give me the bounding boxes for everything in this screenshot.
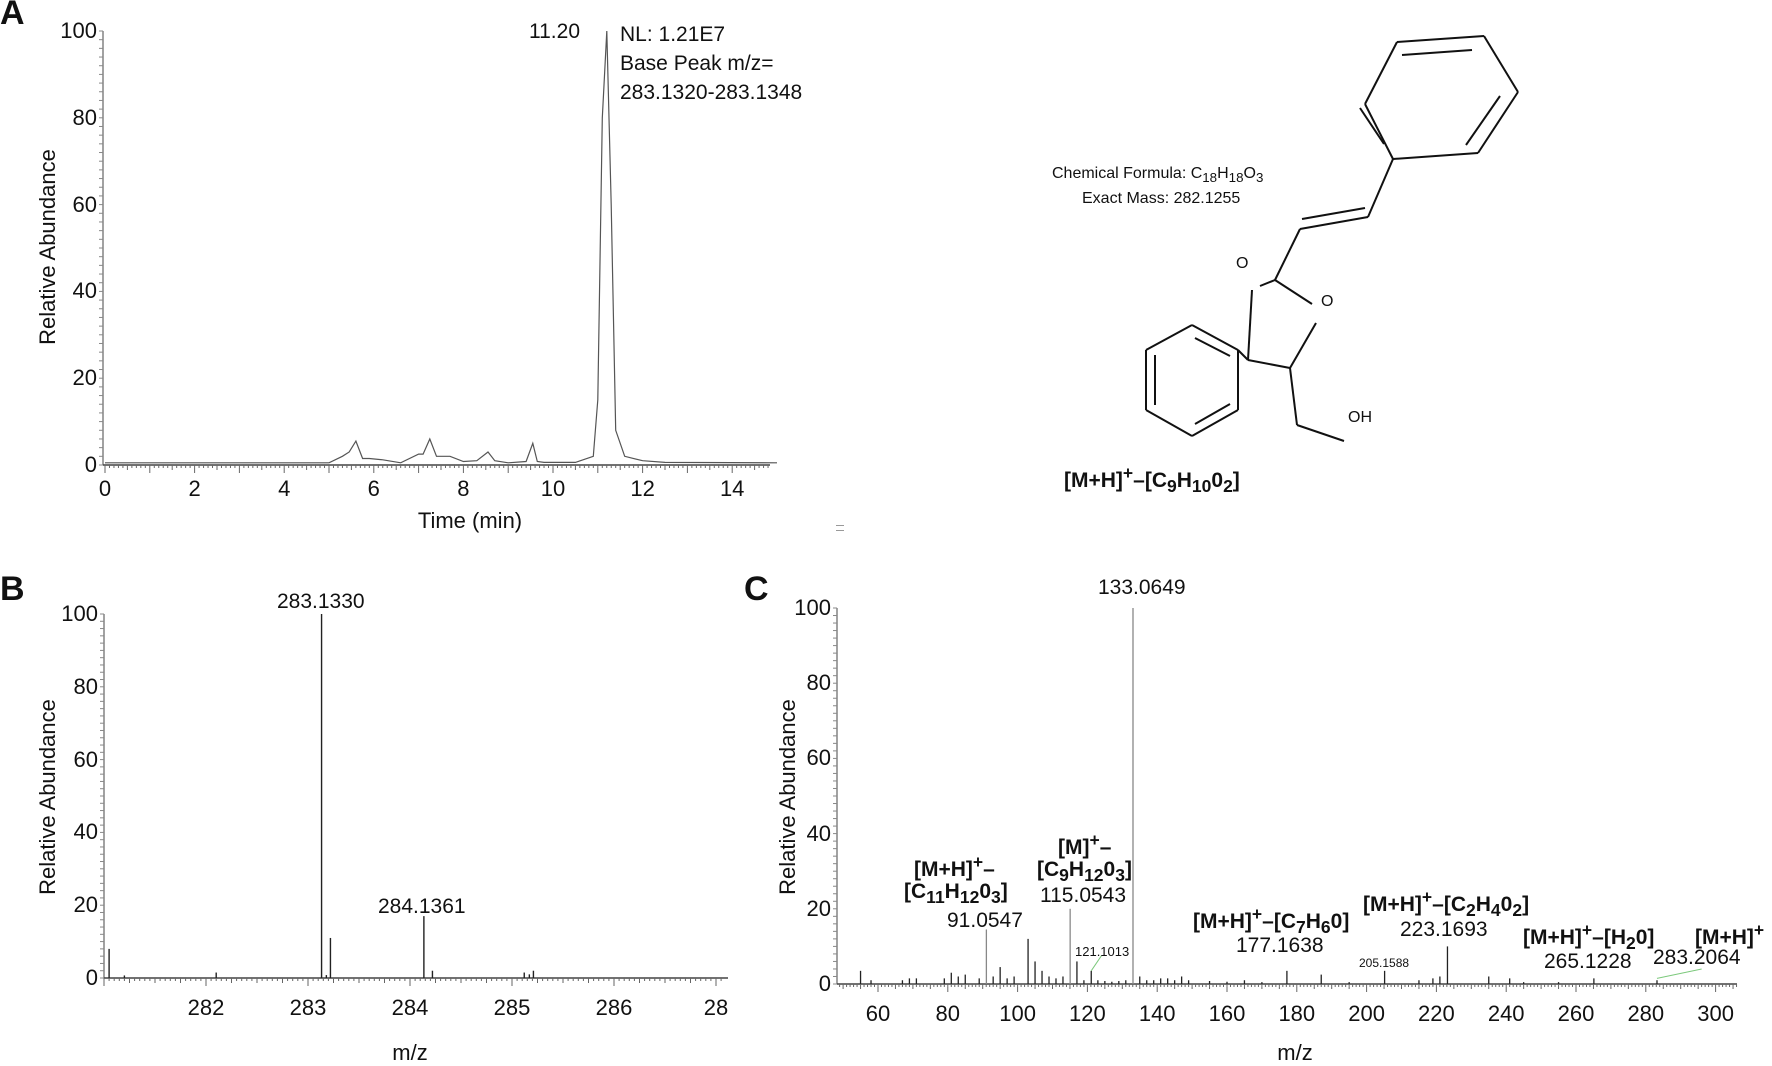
chart-c-mz-91: 91.0547 <box>947 909 1023 932</box>
chart-c-frag-223: [M+H]+–[C2H402] <box>1363 887 1530 921</box>
chart-c-frag-177: [M+H]+–[C7H60] <box>1193 904 1350 938</box>
base-peak-range: 283.1320-283.1348 <box>620 81 803 104</box>
chart-c-base-peak-label: 133.0649 <box>1098 576 1186 599</box>
chart-c-mz-283: 283.2064 <box>1653 946 1741 969</box>
chart-a-y-tick: 20 <box>72 365 97 391</box>
chart-a-y-tick: 60 <box>72 191 97 217</box>
chart-c-y-tick: 100 <box>794 595 831 620</box>
chart-c-frag-265: [M+H]+–[H20] <box>1523 920 1655 954</box>
chart-c-mz-177: 177.1638 <box>1236 934 1324 957</box>
chart-a-y-tick: 100 <box>60 18 97 43</box>
chart-a-x-tick: 10 <box>540 476 566 501</box>
chart-b-x-tick: 28 <box>703 995 729 1020</box>
molecule-structure-drawing <box>1145 35 1519 442</box>
chart-c-y-tick: 60 <box>806 745 831 771</box>
chart-c-x-tick: 220 <box>1418 1001 1455 1026</box>
msms-spectrum-plot <box>833 607 1738 992</box>
chart-b-x-tick: 285 <box>493 995 531 1020</box>
chart-c-x-tick: 200 <box>1348 1001 1385 1026</box>
atom-o1: O <box>1236 255 1249 272</box>
divider-mark <box>836 525 844 526</box>
chart-c-x-tick: 100 <box>999 1001 1036 1026</box>
chart-c-y-tick: 40 <box>806 820 831 846</box>
chart-c-x-tick: 300 <box>1697 1001 1734 1026</box>
chart-b-y-axis-title: Relative Abundance <box>35 699 60 895</box>
chart-c-x-tick: 280 <box>1627 1001 1665 1026</box>
ms1-spectrum-plot <box>100 613 728 986</box>
chart-a-x-tick: 6 <box>367 476 380 501</box>
chart-a-y-axis-title: Relative Abundance <box>35 149 60 345</box>
chart-c-x-tick: 240 <box>1487 1001 1525 1026</box>
chart-b-y-tick: 20 <box>73 892 98 918</box>
chart-c-x-tick: 260 <box>1557 1001 1595 1026</box>
chart-b-x-tick: 282 <box>187 995 225 1020</box>
divider-mark <box>836 530 844 531</box>
chart-a-x-tick: 14 <box>719 476 745 501</box>
chart-c-mz-265: 265.1228 <box>1544 950 1632 973</box>
chart-c-mz-205: 205.1588 <box>1359 956 1410 970</box>
chart-c-frag-115-line1: [M]+– <box>1058 830 1112 859</box>
chart-c-y-axis-title: Relative Abundance <box>775 699 800 895</box>
chart-b-x-tick: 284 <box>391 995 429 1020</box>
panel-letter-a: A <box>0 0 25 32</box>
chromatogram-plot <box>99 30 778 473</box>
exact-mass: Exact Mass: 282.1255 <box>1082 190 1241 207</box>
chart-c-y-tick: 80 <box>806 670 831 696</box>
chart-c-x-tick: 180 <box>1278 1001 1316 1026</box>
chart-c-y-tick: 20 <box>806 895 831 921</box>
chart-b-x-tick: 286 <box>595 995 633 1020</box>
chart-a-y-tick: 40 <box>72 278 97 304</box>
chemical-formula: Chemical Formula: C18H18O3 <box>1052 165 1264 186</box>
chart-c-frag-91-line2: [C11H1203] <box>904 880 1008 908</box>
chart-a-peak-label: 11.20 <box>529 20 580 43</box>
chart-a-annotation: NL: 1.21E7 Base Peak m/z= 283.1320-283.1… <box>620 20 802 107</box>
chart-c-x-axis-title: m/z <box>1277 1040 1313 1065</box>
base-peak-label: Base Peak m/z= <box>620 52 774 75</box>
chart-a-x-tick: 2 <box>188 476 201 501</box>
chart-a-x-axis-title: Time (min) <box>417 508 523 533</box>
panel-letter-b: B <box>0 570 25 608</box>
chart-c-x-tick: 140 <box>1138 1001 1176 1026</box>
chart-c-x-tick: 80 <box>935 1001 961 1026</box>
chart-c-mz-115: 115.0543 <box>1040 884 1127 907</box>
chart-a-x-tick: 0 <box>98 476 112 501</box>
chart-a-x-tick: 8 <box>457 476 470 501</box>
nl-value: NL: 1.21E7 <box>620 23 726 46</box>
chart-a-y-tick: 0 <box>84 452 97 477</box>
chart-c-mz-121: 121.1013 <box>1075 944 1130 959</box>
chart-b-y-tick: 0 <box>85 965 98 990</box>
panel-letter-c: C <box>744 570 769 608</box>
atom-oh: OH <box>1348 409 1372 426</box>
atom-o2: O <box>1321 293 1334 310</box>
chart-c-mz-223: 223.1693 <box>1400 918 1488 941</box>
chart-b-x-tick: 283 <box>289 995 327 1020</box>
chart-c-y-tick: 0 <box>818 971 831 996</box>
chart-b-y-tick: 40 <box>73 819 98 845</box>
chart-c-frag-283: [M+H]+ <box>1695 920 1765 949</box>
chart-a-y-tick: 80 <box>72 104 97 130</box>
chart-b-y-tick: 60 <box>73 746 98 772</box>
chart-c-x-tick: 120 <box>1069 1001 1106 1026</box>
chart-b-peak-label-284: 284.1361 <box>378 895 466 918</box>
chart-c-frag-91-line1: [M+H]+– <box>914 852 995 881</box>
chart-a-x-tick: 12 <box>630 476 655 501</box>
chart-c-x-tick: 160 <box>1208 1001 1246 1026</box>
chart-b-y-tick: 100 <box>61 601 98 626</box>
chart-b-x-axis-title: m/z <box>392 1040 428 1065</box>
chart-b-y-tick: 80 <box>73 673 98 699</box>
structure-fragment-label: [M+H]+–[C9H1002] <box>1064 463 1240 497</box>
chart-a-x-tick: 4 <box>278 476 291 501</box>
chart-b-peak-label-283: 283.1330 <box>277 590 365 613</box>
chart-c-frag-115-line2: [C9H1203] <box>1037 858 1132 886</box>
chart-c-x-tick: 60 <box>865 1001 891 1026</box>
